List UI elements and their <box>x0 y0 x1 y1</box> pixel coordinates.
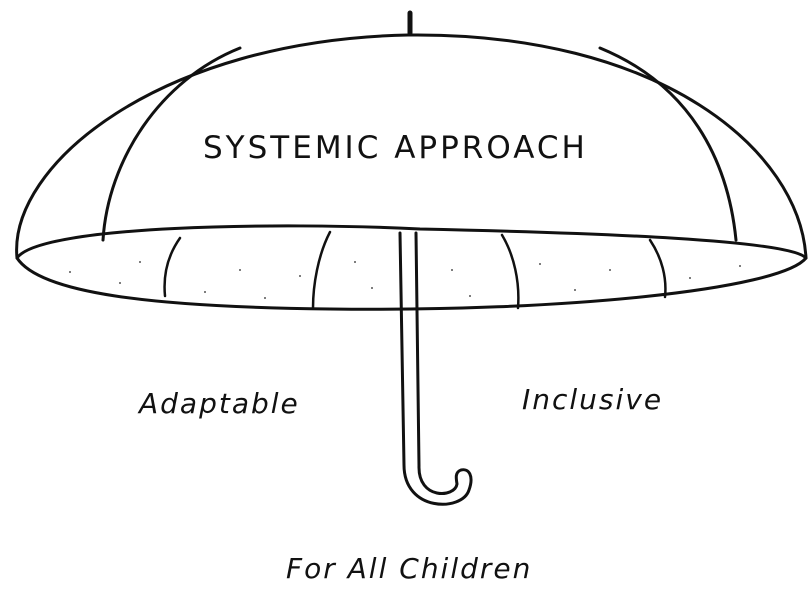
canopy-seam-right <box>598 46 738 242</box>
umbrella-handle <box>398 231 473 506</box>
canopy-seam-left <box>101 46 242 242</box>
rib-4 <box>648 238 667 299</box>
rib-2 <box>311 230 332 310</box>
rib-1 <box>163 236 182 298</box>
adaptable-label: Adaptable <box>139 387 300 420</box>
umbrella-rim <box>15 224 808 311</box>
umbrella-canopy-outline <box>15 33 808 260</box>
rim-stipple <box>69 261 741 299</box>
caption: For All Children <box>286 552 533 585</box>
inclusive-label: Inclusive <box>522 383 664 416</box>
canopy-label: SYSTEMIC APPROACH <box>203 130 588 166</box>
rib-3 <box>500 233 520 310</box>
